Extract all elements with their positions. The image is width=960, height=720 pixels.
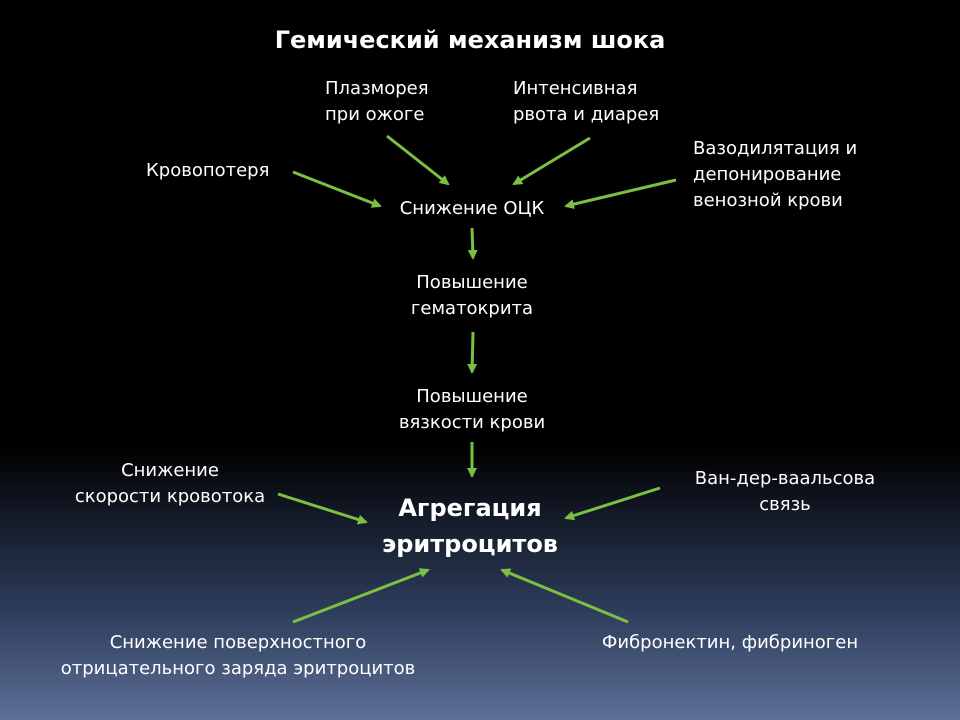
node-fibronectin: Фибронектин, фибриноген (601, 632, 859, 653)
node-plasmorrhea: Плазморея при ожоге (325, 78, 429, 125)
arrow-vdw-to-aggregation (564, 486, 661, 521)
diagram-title: Гемический механизм шока (274, 26, 666, 54)
node-surface-charge: Снижение поверхностного отрицательного з… (60, 632, 416, 679)
node-vomiting: Интенсивная рвота и диарея (513, 78, 660, 125)
node-vdw: Ван-дер-ваальсова связь (694, 468, 876, 515)
arrow-surface-to-aggregation (292, 568, 430, 624)
node-flow-decrease: Снижение скорости кровотока (74, 460, 266, 507)
node-hematocrit: Повышение гематокрита (410, 272, 534, 319)
arrow-occ-to-hematocrit (467, 227, 478, 260)
node-aggregation: Агрегация эритроцитов (382, 494, 558, 558)
arrow-plasmorrhea-to-occ (386, 134, 450, 186)
arrow-blood-loss-to-occ (292, 170, 382, 208)
node-occ-decrease: Снижение ОЦК (399, 198, 545, 219)
arrow-vasodilation-to-occ (564, 178, 677, 210)
arrow-hematocrit-to-viscosity (467, 331, 478, 374)
arrow-vomiting-to-occ (512, 136, 591, 186)
node-blood-loss: Кровопотеря (146, 160, 270, 181)
node-viscosity: Повышение вязкости крови (398, 386, 546, 433)
arrow-flow-to-aggregation (277, 492, 368, 525)
node-vasodilation: Вазодилятация и депонирование венозной к… (693, 138, 858, 211)
arrow-fibronectin-to-aggregation (500, 568, 629, 624)
